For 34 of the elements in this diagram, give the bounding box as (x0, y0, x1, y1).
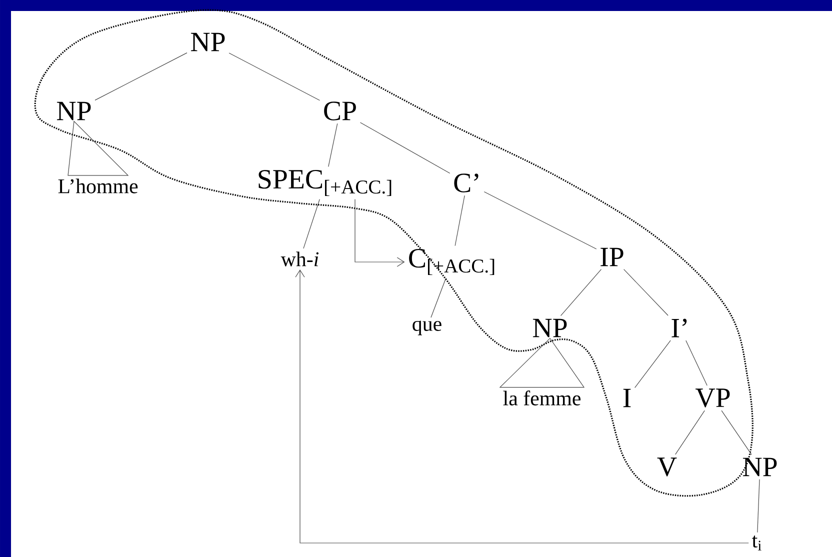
tree-branch (560, 269, 602, 316)
word-label: L’homme (58, 178, 138, 194)
category-label: CP (324, 102, 356, 120)
tree-branch (686, 340, 708, 386)
tree-branch (721, 410, 752, 455)
category-label: I’ (672, 318, 687, 338)
category-label: NP (742, 458, 777, 476)
tree-branch (360, 122, 450, 174)
category-label: NP (532, 318, 567, 338)
word-label: que (412, 320, 442, 336)
tree-branch (94, 52, 188, 100)
category-label: C$_{[+ACC.]}$ (409, 248, 494, 276)
tree-branch (328, 123, 338, 168)
category-label: SPEC$_{[+ACC.]}$ (258, 170, 392, 196)
category-label: V (657, 458, 677, 476)
category-label: I (623, 388, 631, 408)
tree-branch (228, 52, 320, 101)
category-label: NP (56, 102, 91, 120)
tree-branch (634, 340, 671, 388)
word-label: wh-i (280, 252, 319, 266)
movement-arrow (354, 198, 405, 267)
word-label: t$_{i}$ (752, 536, 762, 550)
category-label: C’ (454, 174, 478, 192)
tree-branch (675, 410, 705, 455)
category-label: VP (695, 388, 730, 408)
category-label: NP (190, 32, 225, 52)
category-label: IP (600, 248, 624, 266)
tree-branch (484, 191, 597, 250)
movement-arrow (295, 270, 749, 544)
tree-branch (624, 269, 668, 316)
tree-branch (454, 195, 465, 246)
tree-branch (430, 278, 446, 318)
word-label: la femme (503, 390, 580, 406)
tree-branch (757, 479, 760, 533)
